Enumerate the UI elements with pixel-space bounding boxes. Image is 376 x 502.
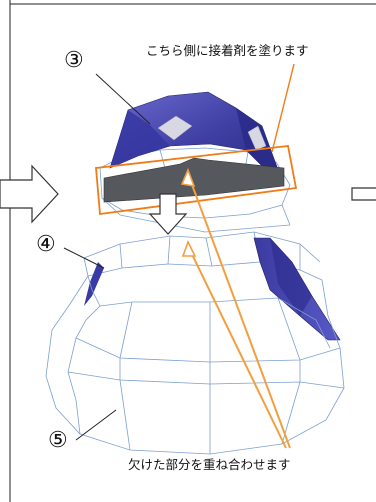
glue-instruction: こちら側に接着剤を塗ります (146, 43, 309, 58)
right-arrow-fragment (351, 187, 376, 201)
overlap-arrowhead-upper (180, 167, 196, 188)
leader-lines (63, 73, 151, 441)
part-3-label: ③ (64, 48, 84, 73)
part-5-base (45, 275, 345, 455)
overlap-arrowhead-lower (181, 239, 197, 257)
page-frame (9, 0, 376, 502)
left-insert-arrow (0, 164, 59, 224)
part-5-label: ⑤ (48, 428, 68, 453)
glue-band (103, 157, 285, 203)
overlap-instruction: 欠けた部分を重ね合わせます (128, 457, 291, 472)
glue-note-leader (271, 63, 295, 153)
part-4-ring (83, 231, 341, 341)
down-insert-arrow (148, 193, 188, 235)
overlap-pointer-arrows (187, 173, 291, 449)
part-4-label: ④ (36, 232, 56, 257)
glue-highlight-box (95, 145, 298, 216)
